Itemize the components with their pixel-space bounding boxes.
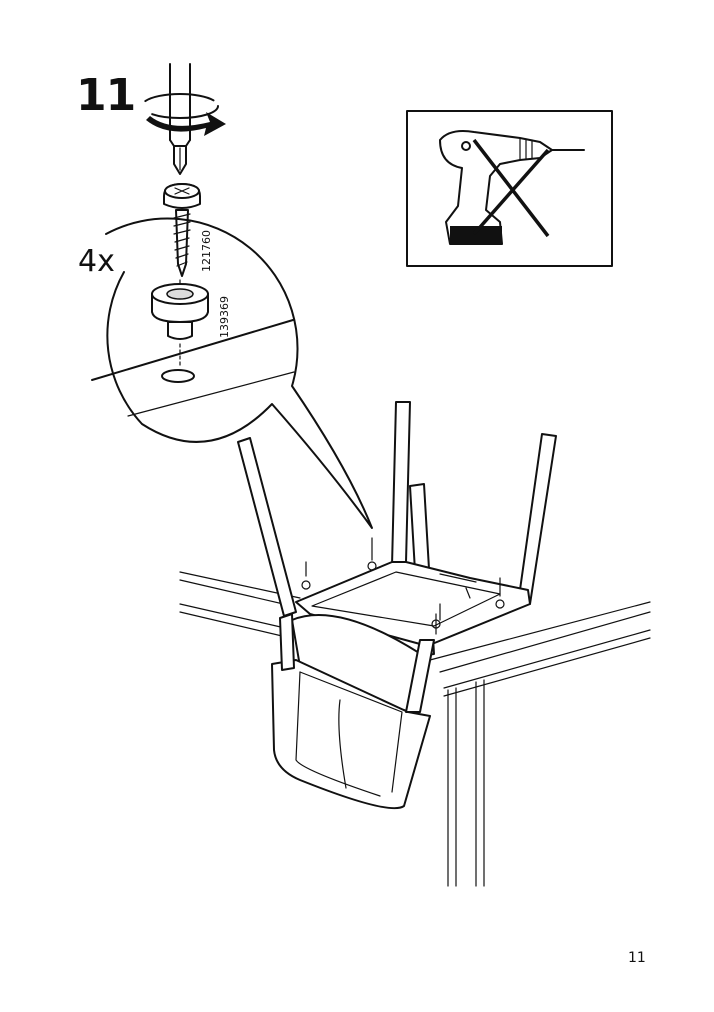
spacer-icon bbox=[151, 283, 209, 340]
spacer-part-id: 139369 bbox=[218, 296, 231, 338]
page-number: 11 bbox=[628, 950, 646, 966]
detail-callout bbox=[91, 217, 373, 529]
no-power-drill-icon bbox=[406, 110, 613, 267]
step-number: 11 bbox=[76, 70, 136, 121]
screw-part-id: 121760 bbox=[200, 230, 213, 272]
screw-icon bbox=[163, 183, 201, 277]
chair-illustration bbox=[237, 401, 557, 810]
rotation-arrow-icon bbox=[141, 93, 226, 136]
quantity-label: 4x bbox=[78, 244, 115, 279]
